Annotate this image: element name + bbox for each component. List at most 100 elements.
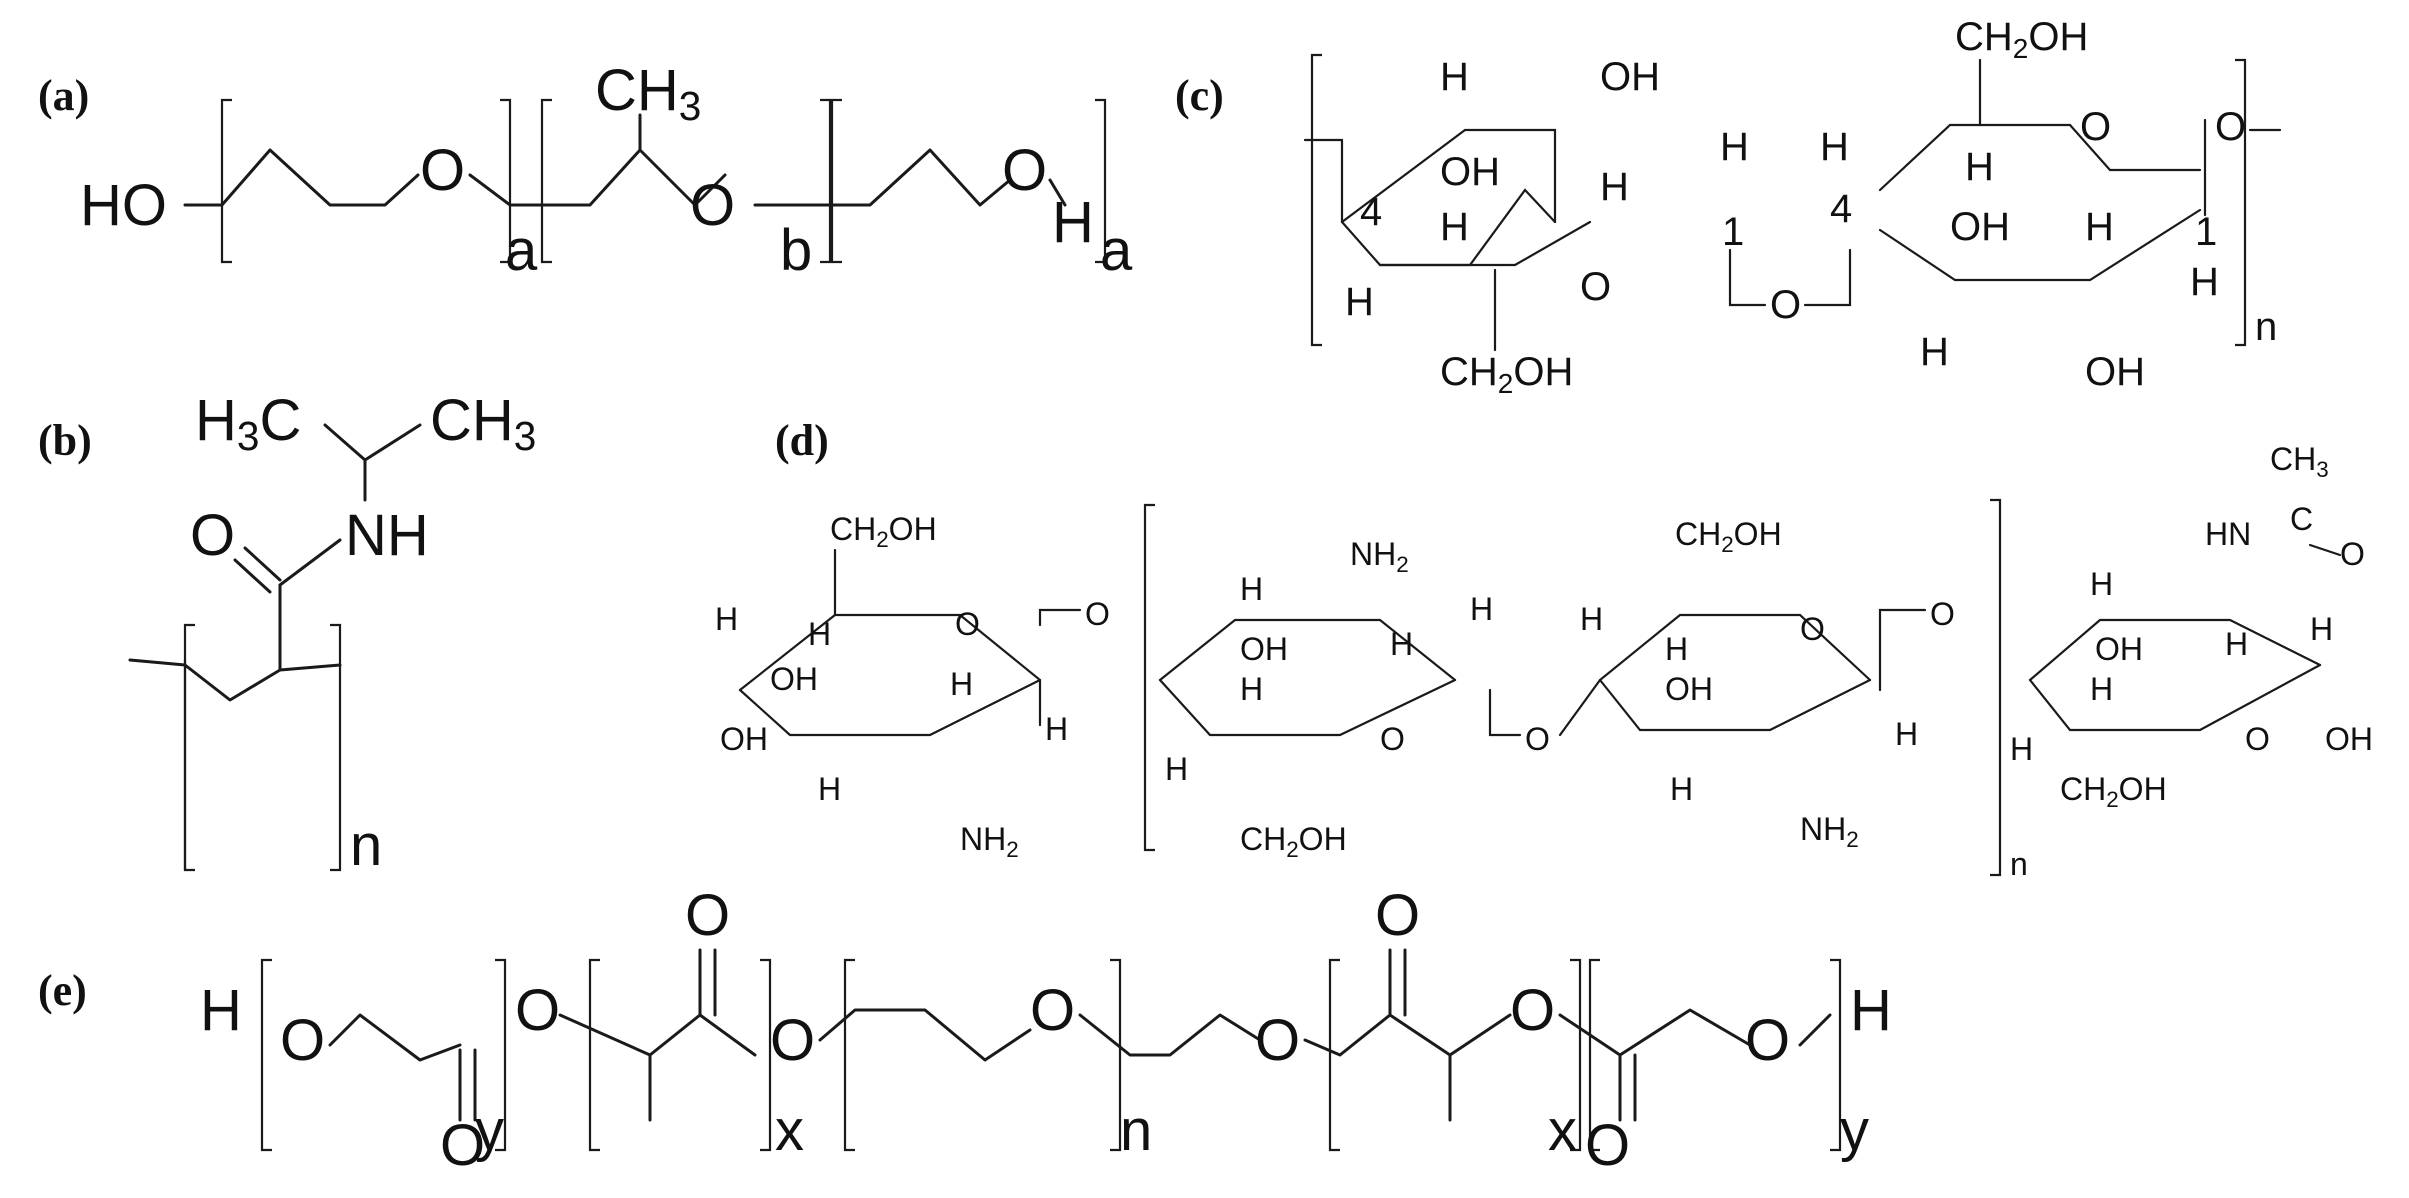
- ring-4: [2028, 663, 2322, 732]
- bond-carbonyl: [233, 558, 272, 594]
- atom-ch2oh: CH2OH: [1675, 516, 1782, 557]
- atom-o: O: [2245, 721, 2270, 757]
- atom-h: H: [1895, 716, 1918, 752]
- atom-o: O: [1770, 283, 1801, 327]
- subscript-x: x: [1548, 1098, 1577, 1163]
- atom-o: O: [420, 138, 465, 203]
- atom-o: O: [1510, 978, 1555, 1043]
- bracket-close: [495, 958, 507, 1152]
- panel-a-pluronic: (a) HO O a CH3 O b O H a: [38, 58, 1133, 283]
- bracket-open: [588, 958, 600, 1152]
- atom-ch2oh: CH2OH: [1240, 821, 1347, 862]
- atom-h: H: [200, 978, 242, 1043]
- atom-oh: OH: [1240, 631, 1288, 667]
- bond: [1048, 178, 1067, 207]
- atom-ch2oh: CH2OH: [1440, 350, 1573, 399]
- bond-glycosidic: [1728, 248, 1767, 307]
- bracket-open: [1588, 958, 1600, 1152]
- atom-oh: OH: [2325, 721, 2373, 757]
- atom-o: O: [1085, 596, 1110, 632]
- bond-chain: [468, 148, 727, 207]
- bracket-open: [183, 623, 195, 872]
- bond-chain: [1558, 1008, 1752, 1057]
- bond-glycosidic: [1878, 608, 1927, 692]
- atom-o: O: [280, 1008, 325, 1073]
- subscript-n: n: [350, 813, 382, 878]
- atom-o: O: [1030, 978, 1075, 1043]
- atom-o: O: [770, 1008, 815, 1073]
- atom-o: O: [1585, 1113, 1630, 1178]
- atom-oh: OH: [1950, 205, 2010, 249]
- bond-chain: [183, 148, 420, 207]
- atom-o: O: [2215, 105, 2246, 149]
- atom-ch2oh: CH2OH: [1955, 15, 2088, 64]
- atom-h: H: [1920, 330, 1949, 374]
- atom-h: H: [950, 666, 973, 702]
- bracket-open: [830, 98, 842, 264]
- panel-label-a: (a): [38, 71, 89, 120]
- atom-o: O: [1800, 611, 1825, 647]
- atom-ho: HO: [80, 173, 167, 238]
- bond-chain: [1078, 1013, 1262, 1057]
- panel-b-pnipam: (b) H3C CH3 NH O n: [38, 388, 536, 878]
- atom-o: O: [690, 173, 735, 238]
- atom-o: O: [1930, 596, 1955, 632]
- atom-h: H: [1240, 571, 1263, 607]
- bracket-close: [500, 98, 512, 264]
- atom-oh: OH: [770, 661, 818, 697]
- bracket-open: [1328, 958, 1340, 1152]
- atom-h: H: [1580, 601, 1603, 637]
- subscript-n: n: [1120, 1098, 1152, 1163]
- subscript-n: n: [2010, 846, 2028, 882]
- ring-2: [1878, 123, 2202, 192]
- bond-glycosidic: [1803, 248, 1852, 307]
- bond-backbone: [128, 658, 342, 702]
- atom-ch2oh: CH2OH: [2060, 771, 2167, 812]
- atom-o: O: [2080, 105, 2111, 149]
- atom-h: H: [1965, 145, 1994, 189]
- atom-o: O: [440, 1113, 485, 1178]
- bracket-open: [260, 958, 272, 1152]
- atom-h: H: [1600, 165, 1629, 209]
- carbon-1-label: 1: [1722, 210, 1744, 254]
- atom-h: H: [1720, 125, 1749, 169]
- atom-h: H: [2190, 260, 2219, 304]
- atom-oh: OH: [1665, 671, 1713, 707]
- bracket-open: [843, 958, 855, 1152]
- bracket-close: [2235, 58, 2247, 347]
- atom-o: O: [1380, 721, 1405, 757]
- atom-o: O: [190, 503, 235, 568]
- subscript-a: a: [505, 218, 538, 283]
- ring-2: [1158, 618, 1457, 682]
- atom-o: O: [515, 978, 560, 1043]
- atom-ch3: CH3: [595, 58, 701, 129]
- bracket-close: [760, 958, 772, 1152]
- panel-e-plga-peg: (e) H O O y O O x O O n O O O x: [38, 883, 1892, 1178]
- atom-h: H: [1052, 190, 1094, 255]
- atom-ch3: CH3: [2270, 441, 2329, 482]
- bond-chain: [558, 1013, 757, 1057]
- ring-4: [2028, 618, 2322, 682]
- subscript-a: a: [1100, 218, 1133, 283]
- atom-o: O: [1525, 721, 1550, 757]
- panel-label-c: (c): [1175, 71, 1224, 120]
- ring-1: [1340, 128, 1557, 224]
- atom-h3c: H3C: [195, 388, 301, 459]
- atom-nh: NH: [345, 503, 429, 568]
- ring-1: [738, 678, 1042, 737]
- subscript-y: y: [1840, 1098, 1869, 1163]
- atom-o: O: [1002, 138, 1047, 203]
- carbon-1-label: 1: [2195, 210, 2217, 254]
- atom-h: H: [2010, 731, 2033, 767]
- bracket-open: [1310, 53, 1322, 347]
- carbon-4-label: 4: [1830, 187, 1852, 231]
- atom-h: H: [1390, 626, 1413, 662]
- bond-isopropyl: [323, 423, 422, 462]
- atom-oh: OH: [2095, 631, 2143, 667]
- atom-h: H: [1850, 978, 1892, 1043]
- atom-h: H: [2090, 671, 2113, 707]
- subscript-b: b: [780, 218, 812, 283]
- bracket-close: [1830, 958, 1842, 1152]
- atom-hn: HN: [2205, 516, 2251, 552]
- ring-3: [1558, 613, 1872, 737]
